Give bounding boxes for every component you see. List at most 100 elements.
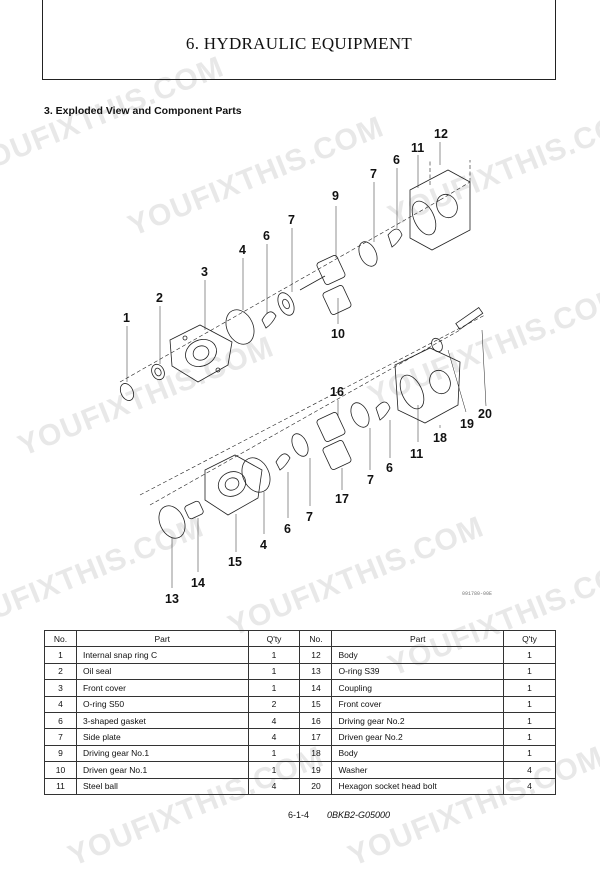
page-title: 6. HYDRAULIC EQUIPMENT — [185, 34, 413, 53]
part-quantity: 2 — [247, 695, 301, 713]
part-quantity: 1 — [247, 646, 301, 664]
part-name: Internal snap ring C — [75, 646, 249, 664]
column-header: Q'ty — [247, 629, 301, 648]
part-quantity: 1 — [247, 744, 301, 763]
part-quantity: 1 — [503, 679, 556, 697]
callout-20: 20 — [478, 407, 492, 421]
column-header: No. — [44, 629, 77, 648]
part-number: 4 — [44, 695, 77, 713]
part-quantity: 1 — [503, 662, 556, 681]
part-quantity: 1 — [247, 662, 301, 681]
part-number: 12 — [299, 646, 333, 664]
part-name: Driven gear No.1 — [75, 761, 249, 779]
figure-code: 091780-00E — [462, 591, 492, 597]
callout-6: 6 — [284, 522, 291, 536]
part-quantity: 4 — [247, 777, 301, 795]
callout-7: 7 — [370, 167, 377, 181]
part-number: 9 — [44, 744, 77, 763]
callout-17: 17 — [335, 492, 349, 506]
part-number: 15 — [299, 695, 333, 713]
column-header: No. — [299, 629, 333, 648]
part-number: 19 — [299, 761, 333, 779]
table-row: 10 Driven gear No.1 1 19 Washer 4 — [44, 761, 556, 779]
table-row: 3 Front cover 1 14 Coupling 1 — [44, 679, 556, 697]
callout-7: 7 — [367, 473, 374, 487]
callout-6: 6 — [386, 461, 393, 475]
part-quantity: 4 — [247, 728, 301, 746]
callout-19: 19 — [460, 417, 474, 431]
table-header-row: No. Part Q'ty No. Part Q'ty — [44, 629, 556, 648]
document-code: 0BKB2-G05000 — [327, 810, 391, 820]
table-row: 11 Steel ball 4 20 Hexagon socket head b… — [44, 777, 556, 795]
part-number: 11 — [44, 777, 77, 795]
column-header: Q'ty — [503, 629, 556, 648]
table-row: 2 Oil seal 1 13 O-ring S39 1 — [44, 662, 556, 681]
part-number: 1 — [44, 646, 77, 664]
part-name: Steel ball — [75, 777, 249, 795]
part-name: Body — [331, 646, 505, 664]
header-box: 6. HYDRAULIC EQUIPMENT — [42, 0, 556, 80]
part-number: 2 — [44, 662, 77, 681]
column-header: Part — [331, 629, 505, 648]
part-quantity: 4 — [247, 711, 301, 730]
part-number: 14 — [299, 679, 333, 697]
part-name: Driving gear No.1 — [75, 744, 249, 763]
part-number: 18 — [299, 744, 333, 763]
part-name: Front cover — [75, 679, 249, 697]
part-number: 3 — [44, 679, 77, 697]
part-quantity: 4 — [503, 761, 556, 779]
part-name: Coupling — [331, 679, 505, 697]
part-quantity: 1 — [503, 711, 556, 730]
part-name: Oil seal — [75, 662, 249, 681]
part-name: Driven gear No.2 — [331, 728, 505, 746]
part-quantity: 4 — [503, 777, 556, 795]
exploded-view-diagram: 12 11 6 7 9 7 6 4 3 2 1 10 16 18 19 20 1… — [0, 120, 600, 620]
parts-table: No. Part Q'ty No. Part Q'ty 1 Internal s… — [44, 629, 556, 795]
callout-13: 13 — [165, 592, 179, 606]
callout-12: 12 — [434, 127, 448, 141]
callout-4: 4 — [239, 243, 246, 257]
callout-10: 10 — [331, 327, 345, 341]
part-number: 16 — [299, 711, 333, 730]
callout-1: 1 — [123, 311, 130, 325]
section-heading: 3. Exploded View and Component Parts — [44, 105, 242, 117]
callout-18: 18 — [433, 431, 447, 445]
table-row: 6 3-shaped gasket 4 16 Driving gear No.2… — [44, 711, 556, 730]
callout-11: 11 — [411, 141, 424, 155]
callout-6: 6 — [263, 229, 270, 243]
callout-6: 6 — [393, 153, 400, 167]
part-quantity: 1 — [247, 761, 301, 779]
part-number: 20 — [299, 777, 333, 795]
callout-14: 14 — [191, 576, 205, 590]
part-name: Washer — [331, 761, 505, 779]
callout-15: 15 — [228, 555, 242, 569]
table-row: 7 Side plate 4 17 Driven gear No.2 1 — [44, 728, 556, 746]
part-number: 10 — [44, 761, 77, 779]
part-name: Side plate — [75, 728, 249, 746]
exploded-view-drawing: 12 11 6 7 9 7 6 4 3 2 1 10 16 18 19 20 1… — [119, 127, 492, 606]
callout-3: 3 — [201, 265, 208, 279]
callout-7: 7 — [288, 213, 295, 227]
part-number: 13 — [299, 662, 333, 681]
table-row: 9 Driving gear No.1 1 18 Body 1 — [44, 744, 556, 763]
page-number: 6-1-4 — [288, 810, 310, 820]
table-row: 4 O-ring S50 2 15 Front cover 1 — [44, 695, 556, 713]
part-name: Hexagon socket head bolt — [331, 777, 505, 795]
part-name: O-ring S50 — [75, 695, 249, 713]
callout-7: 7 — [306, 510, 313, 524]
part-quantity: 1 — [503, 646, 556, 664]
part-number: 7 — [44, 728, 77, 746]
part-number: 6 — [44, 711, 77, 730]
part-name: Driving gear No.2 — [331, 711, 505, 730]
callout-9: 9 — [332, 189, 339, 203]
part-quantity: 1 — [503, 728, 556, 746]
part-name: Front cover — [331, 695, 505, 713]
part-name: 3-shaped gasket — [75, 711, 249, 730]
callout-16: 16 — [330, 385, 344, 399]
column-header: Part — [75, 629, 249, 648]
callout-2: 2 — [156, 291, 163, 305]
callout-11: 11 — [410, 447, 423, 461]
part-number: 17 — [299, 728, 333, 746]
part-name: Body — [331, 744, 505, 763]
callout-4: 4 — [260, 538, 267, 552]
